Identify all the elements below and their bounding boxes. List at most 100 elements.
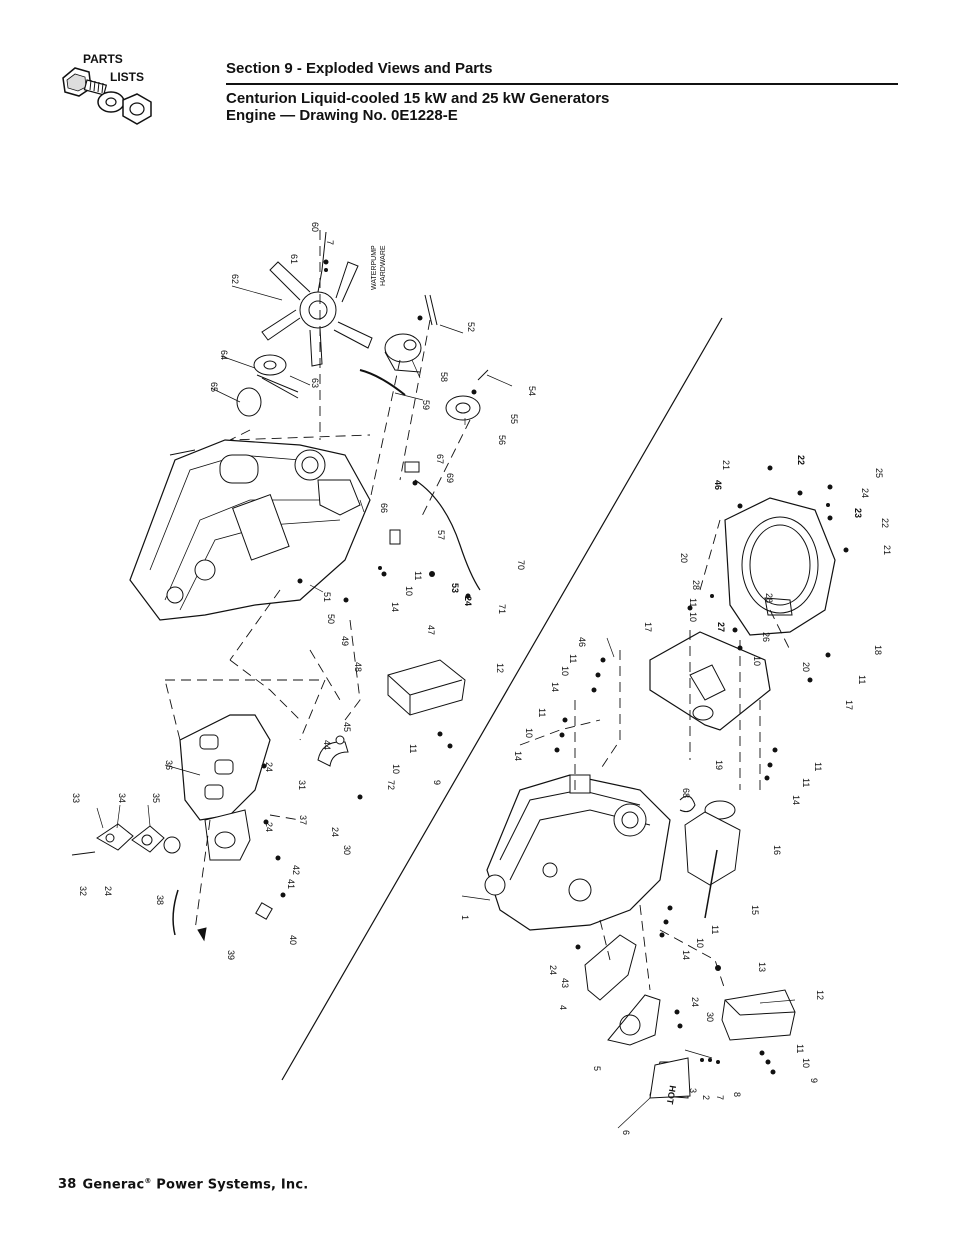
thermostat-parts [71, 823, 273, 942]
callout-number: 13 [757, 962, 767, 972]
callout-number: 26 [761, 632, 771, 642]
oil-pan-right [721, 989, 796, 1041]
footer-company: Generac [82, 1177, 145, 1193]
callout-number: 49 [340, 636, 350, 646]
callout-number: 30 [342, 845, 352, 855]
callout-number: 11 [710, 925, 720, 934]
callout-number: 17 [643, 622, 653, 632]
callout-number: 19 [714, 760, 724, 770]
callout-number: 24 [264, 822, 274, 832]
callout-number: 5 [592, 1066, 602, 1071]
waterpump-label-line1: WATERPUMP [371, 245, 378, 290]
callout-number: 36 [164, 760, 174, 770]
callout-number: 14 [550, 682, 560, 692]
callout-number: 18 [873, 645, 883, 655]
callout-number: 71 [497, 604, 507, 614]
callout-number: 64 [219, 350, 229, 360]
callout-number: 52 [466, 322, 476, 332]
callout-number: 11 [413, 571, 423, 580]
callout-number: 21 [721, 460, 731, 470]
callout-number: 45 [342, 722, 352, 732]
exhaust-manifold [179, 714, 271, 861]
callout-number: 59 [421, 400, 431, 410]
callout-number: 58 [439, 372, 449, 382]
callout-number: 11 [801, 778, 811, 787]
hot-warning-tag [649, 1057, 691, 1099]
callout-number: 24 [463, 596, 473, 606]
footer-company-suffix: Power Systems, Inc. [151, 1177, 309, 1193]
callout-number: 4 [558, 1005, 568, 1010]
callout-number: 25 [874, 468, 884, 478]
callout-number: 3 [688, 1088, 698, 1093]
callout-number: 10 [404, 586, 414, 596]
fitting-57 [389, 529, 401, 545]
flywheel-housing [724, 497, 836, 636]
callout-number: 17 [844, 700, 854, 710]
water-elbow [317, 741, 349, 767]
callout-number: 20 [679, 553, 689, 563]
engine-block-right [484, 774, 671, 931]
callout-number: 8 [732, 1092, 742, 1097]
bolt-nut-washer-icon [62, 67, 152, 125]
callout-number: 10 [560, 666, 570, 676]
callout-number: 28 [691, 580, 701, 590]
callout-number: 11 [408, 744, 418, 753]
oil-drain-hose [414, 479, 481, 591]
callout-number: 24 [548, 965, 558, 975]
callout-number: 11 [537, 708, 547, 717]
callout-number: 14 [513, 751, 523, 761]
hot-tag-text: HOT [665, 1085, 678, 1106]
callout-number: 51 [322, 592, 332, 602]
callout-number: 11 [813, 762, 823, 771]
callout-number: 46 [713, 480, 723, 490]
callout-number: 20 [801, 662, 811, 672]
callout-number: 24 [860, 488, 870, 498]
callout-number: 10 [752, 656, 762, 666]
callout-number: 7 [715, 1095, 725, 1100]
callout-number: 24 [264, 762, 274, 772]
callout-number: 55 [509, 414, 519, 424]
callout-number: 54 [527, 386, 537, 396]
callout-number: 11 [568, 654, 578, 663]
callout-number: 42 [291, 865, 301, 875]
callout-number: 61 [289, 254, 299, 264]
callout-number: 48 [353, 662, 363, 672]
assembly-leader-lines [164, 230, 791, 991]
callout-number: 2 [701, 1095, 711, 1100]
callout-number: 12 [495, 663, 505, 673]
callout-number: 32 [78, 886, 88, 896]
pulley-parts [236, 294, 489, 421]
callout-number: 9 [432, 780, 442, 785]
callout-number: 67 [435, 454, 445, 464]
callout-number: 57 [436, 530, 446, 540]
callout-number: 63 [310, 378, 320, 388]
callout-number: 43 [560, 978, 570, 988]
callout-number: 33 [71, 793, 81, 803]
callout-number: 23 [853, 508, 863, 518]
callout-number: 14 [390, 602, 400, 612]
callout-number: 38 [155, 895, 165, 905]
oil-pan-left [387, 659, 466, 716]
callout-number: 46 [577, 637, 587, 647]
logo-parts-text: PARTS [83, 52, 123, 66]
callout-number: 62 [230, 274, 240, 284]
callout-number: 11 [857, 675, 867, 684]
callout-number: 15 [750, 905, 760, 915]
callout-number: 22 [796, 455, 806, 465]
callout-number: 60 [310, 222, 320, 232]
adapter-plate [649, 631, 771, 731]
callout-number: 10 [391, 764, 401, 774]
callout-number: 56 [497, 435, 507, 445]
callout-number: 28 [764, 593, 774, 603]
callout-number: 30 [705, 1012, 715, 1022]
callout-number: 50 [326, 614, 336, 624]
callout-number: 37 [298, 815, 308, 825]
callout-labels: 6076162526463655859545556676966571110145… [71, 222, 892, 1135]
fan-assembly [261, 231, 373, 367]
callout-number: 65 [209, 382, 219, 392]
callout-leaders [96, 285, 796, 1129]
callout-number: 47 [426, 625, 436, 635]
callout-number: 10 [695, 938, 705, 948]
